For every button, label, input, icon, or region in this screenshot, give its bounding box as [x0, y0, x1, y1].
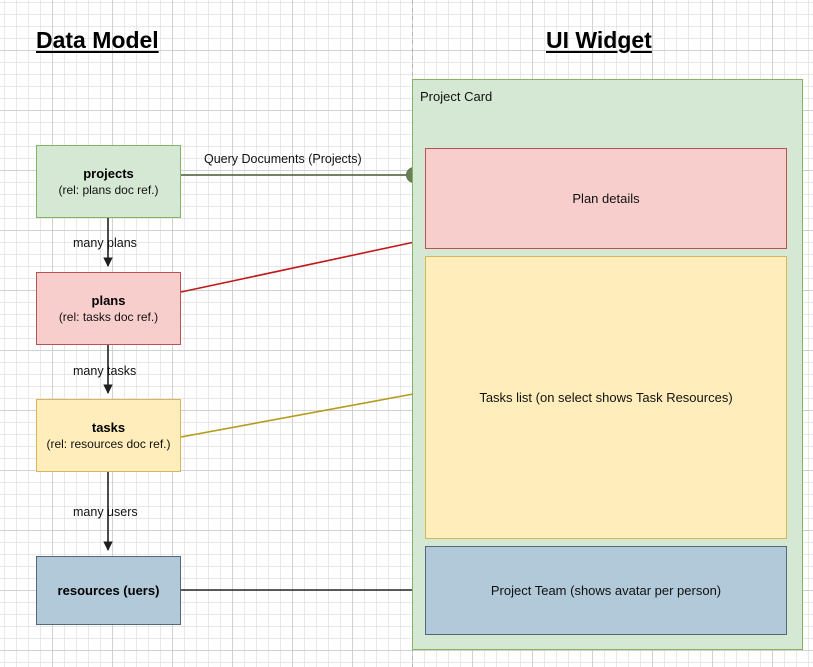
node-tasks-subtitle: (rel: resources doc ref.) — [46, 437, 171, 451]
ui-box-plan-details[interactable]: Plan details — [425, 148, 787, 249]
node-projects-subtitle: (rel: plans doc ref.) — [58, 183, 159, 197]
edge-label-query-documents: Query Documents (Projects) — [204, 152, 362, 166]
ui-box-tasks-list[interactable]: Tasks list (on select shows Task Resourc… — [425, 256, 787, 539]
container-project-card-label: Project Card — [420, 89, 493, 104]
edge-label-many-plans: many plans — [73, 236, 137, 250]
edge-tasks-taskslist — [180, 391, 425, 438]
edge-label-many-users: many users — [73, 505, 138, 519]
node-tasks[interactable]: tasks (rel: resources doc ref.) — [36, 399, 181, 472]
edge-plans-plandetails — [180, 239, 425, 293]
node-projects[interactable]: projects (rel: plans doc ref.) — [36, 145, 181, 218]
node-plans[interactable]: plans (rel: tasks doc ref.) — [36, 272, 181, 345]
ui-box-plan-details-label: Plan details — [572, 191, 640, 206]
section-title-data-model: Data Model — [36, 27, 159, 53]
node-resources[interactable]: resources (uers) — [36, 556, 181, 625]
node-projects-title: projects — [83, 166, 134, 181]
ui-box-project-team[interactable]: Project Team (shows avatar per person) — [425, 546, 787, 635]
section-title-ui-widget: UI Widget — [546, 27, 652, 53]
node-plans-title: plans — [91, 293, 126, 308]
edge-label-many-tasks: many tasks — [73, 364, 137, 378]
node-tasks-title: tasks — [91, 420, 126, 435]
node-plans-subtitle: (rel: tasks doc ref.) — [58, 310, 159, 324]
ui-box-project-team-label: Project Team (shows avatar per person) — [490, 583, 722, 598]
ui-box-tasks-list-label: Tasks list (on select shows Task Resourc… — [479, 390, 733, 405]
node-resources-title: resources (uers) — [57, 583, 160, 598]
